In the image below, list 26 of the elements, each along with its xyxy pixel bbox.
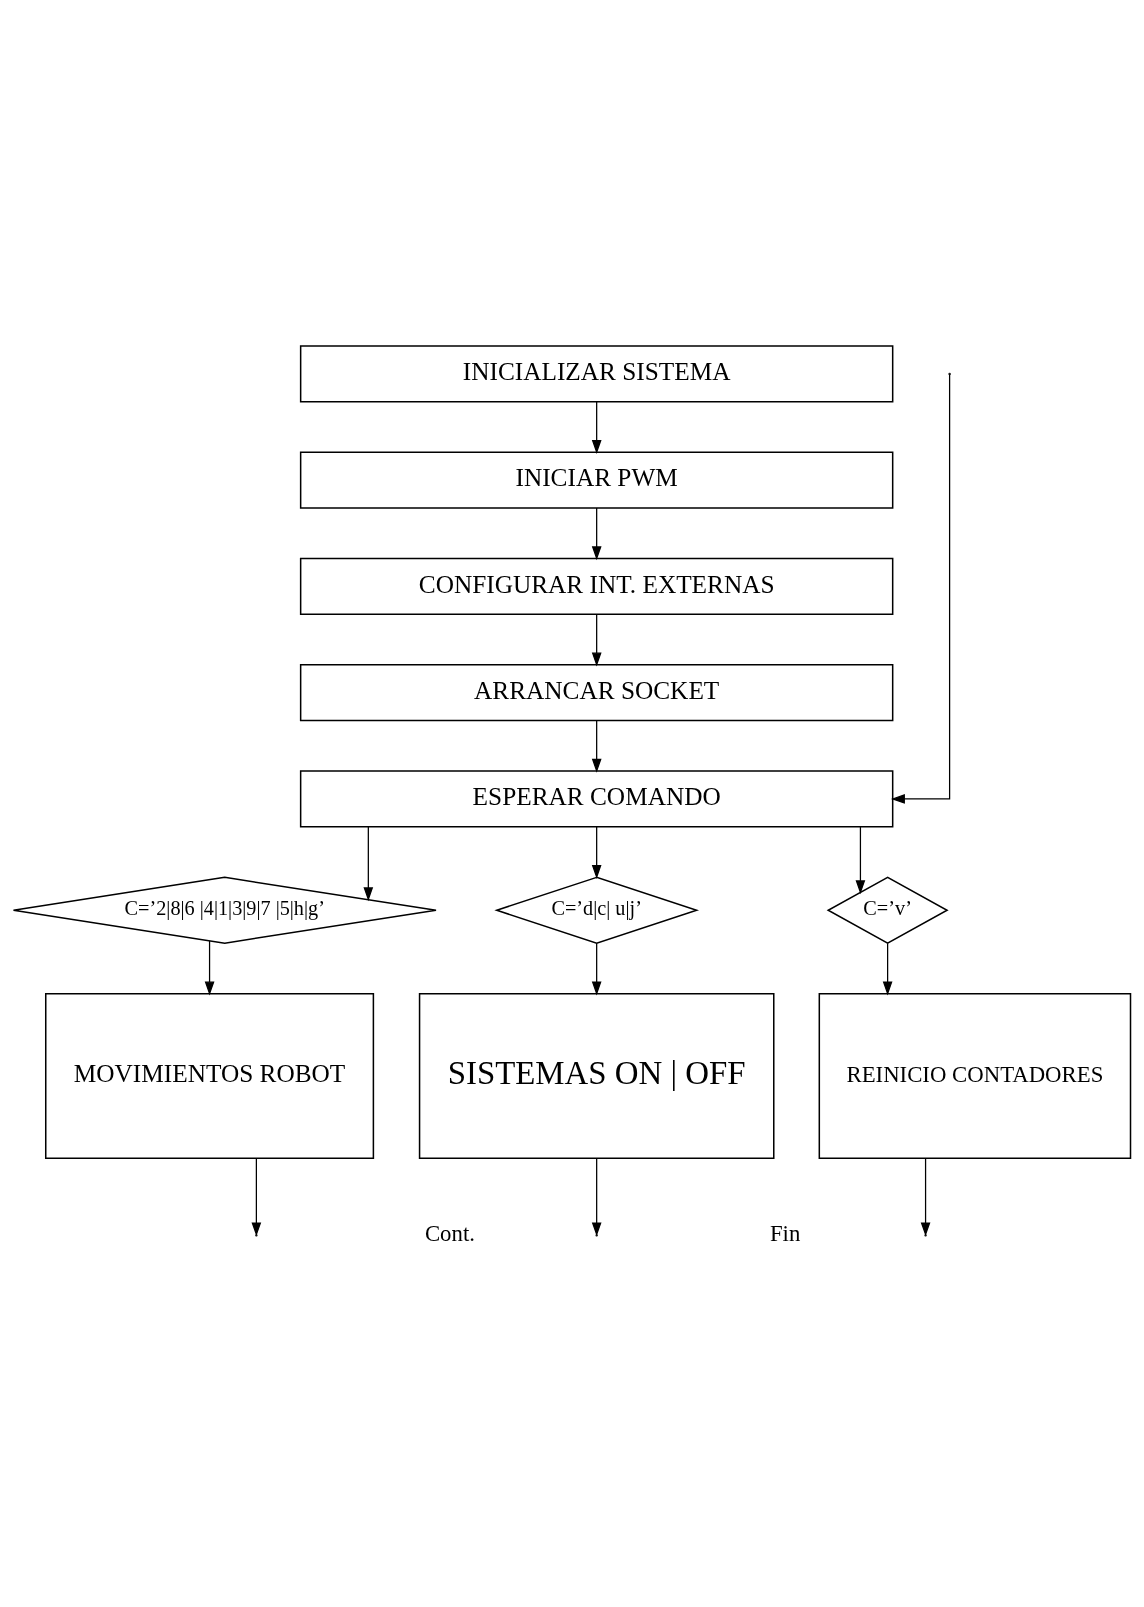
arrow	[591, 942, 602, 995]
node-box: SISTEMAS ON | OFF	[418, 992, 775, 1159]
arrow	[855, 825, 866, 894]
node-box: MOVIMIENTOS ROBOT	[45, 992, 375, 1159]
arrow	[591, 506, 602, 560]
node-box: INICIAR PWM	[299, 451, 894, 509]
arrow	[591, 400, 602, 454]
arrow	[591, 1157, 602, 1236]
node-diamond: C=’2|8|6 |4|1|3|9|7 |5|h|g’	[12, 876, 437, 944]
arrow	[591, 613, 602, 666]
node-diamond: C=’d|c| u|j’	[494, 876, 700, 944]
arrow	[204, 939, 215, 995]
node-box: ARRANCAR SOCKET	[299, 663, 894, 721]
arrow	[251, 1157, 262, 1236]
label: Fin	[769, 1220, 801, 1246]
arrow	[591, 825, 602, 879]
node-box: REINICIO CONTADORES	[818, 992, 1132, 1159]
arrow	[920, 1157, 931, 1236]
arrow	[882, 942, 893, 995]
label: Cont.	[424, 1220, 475, 1246]
node-box: ESPERAR COMANDO	[299, 769, 894, 828]
arrow	[363, 825, 374, 901]
arrow	[591, 719, 602, 773]
node-box: INICIALIZAR SISTEMA	[299, 344, 894, 402]
arrow	[890, 373, 951, 804]
node-box: CONFIGURAR INT. EXTERNAS	[299, 557, 894, 615]
